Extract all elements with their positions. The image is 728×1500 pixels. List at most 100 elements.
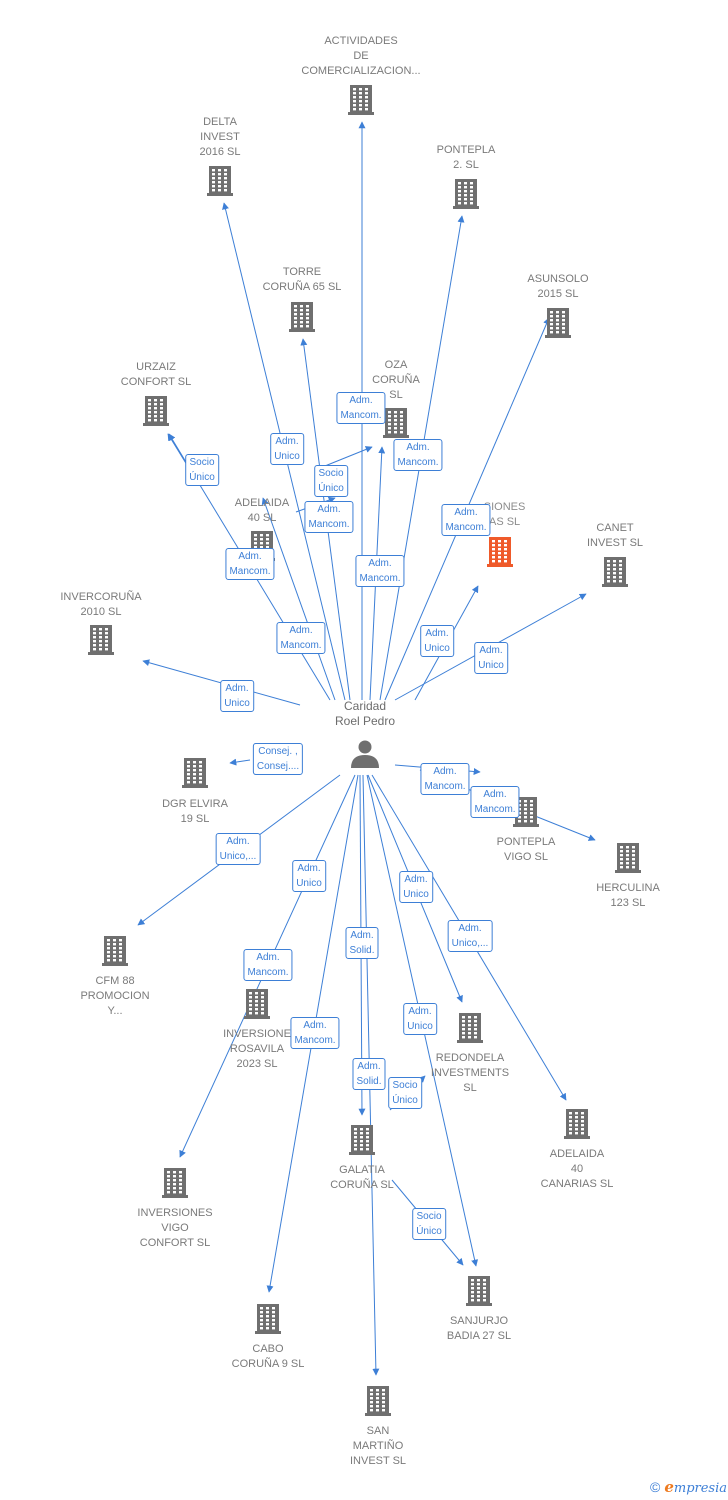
building-icon[interactable]: [143, 396, 169, 426]
edge-label-line: Unico: [424, 643, 450, 654]
edge-label-line: Adm.: [368, 558, 392, 569]
edge-label[interactable]: Adm.Unico: [474, 642, 508, 674]
company-label[interactable]: INVERCORUÑA 2010 SL: [60, 590, 141, 620]
edge-label[interactable]: Adm.Mancom.: [393, 439, 443, 471]
edge-label[interactable]: Adm.Mancom.: [441, 504, 491, 536]
building-icon[interactable]: [487, 537, 513, 567]
edge-label[interactable]: Adm.Unico,...: [447, 920, 493, 952]
building-icon[interactable]: [349, 1125, 375, 1155]
edge-label[interactable]: Adm.Mancom.: [420, 763, 470, 795]
building-icon[interactable]: [88, 625, 114, 655]
edge-label[interactable]: Adm.Solid.: [352, 1058, 386, 1090]
building-icon[interactable]: [365, 1386, 391, 1416]
edge-label-line: Adm.: [433, 766, 457, 777]
company-label-line: CORUÑA: [372, 374, 420, 386]
building-icon[interactable]: [545, 308, 571, 338]
company-label-line: INVERSIONES: [137, 1207, 213, 1219]
edge-label[interactable]: Adm.Mancom.: [355, 555, 405, 587]
building-icon[interactable]: [615, 843, 641, 873]
edge-label[interactable]: Adm.Mancom.: [276, 622, 326, 654]
building-icon[interactable]: [602, 557, 628, 587]
building-icon[interactable]: [102, 936, 128, 966]
edge-label-line: Adm.: [425, 628, 449, 639]
building-icon[interactable]: [182, 758, 208, 788]
building-icon[interactable]: [564, 1109, 590, 1139]
edge-label[interactable]: Adm.Mancom.: [225, 548, 275, 580]
building-icon[interactable]: [255, 1304, 281, 1334]
building-icon[interactable]: [466, 1276, 492, 1306]
building-icon[interactable]: [289, 302, 315, 332]
edge-label[interactable]: Adm.Mancom.: [290, 1017, 340, 1049]
edge-label-line: Socio: [416, 1211, 442, 1222]
edge-label-line: Unico: [403, 889, 429, 900]
edge-label[interactable]: Adm. Unico: [420, 625, 454, 657]
edge-label[interactable]: Adm.Unico: [399, 871, 433, 903]
edge-label-line: Adm.: [226, 836, 250, 847]
edge-label[interactable]: Adm.Unico,...: [215, 833, 261, 865]
company-label-line: URZAIZ: [136, 361, 176, 373]
person-icon[interactable]: [351, 740, 379, 769]
building-icon[interactable]: [513, 797, 539, 827]
edge-label-line: Único: [318, 483, 344, 494]
company-label-line: INVERCORUÑA: [60, 591, 142, 603]
building-icon[interactable]: [162, 1168, 188, 1198]
edge-label[interactable]: Adm.Solid.: [345, 927, 379, 959]
building-icon[interactable]: [207, 166, 233, 196]
footer-brand[interactable]: ©empresia: [650, 1478, 727, 1496]
edge-label-line: Socio: [189, 457, 215, 468]
company-label-line: 2. SL: [453, 159, 479, 171]
edge-label-line: Adm.: [479, 645, 503, 656]
edge-label-line: Unico: [274, 451, 300, 462]
company-label-line: 2010 SL: [80, 606, 122, 618]
company-label-line: DELTA: [203, 116, 237, 128]
edge-label[interactable]: Adm.Unico: [270, 433, 304, 465]
edge-label[interactable]: Adm.Unico: [292, 860, 326, 892]
edge-label[interactable]: Adm.Mancom.: [470, 786, 520, 818]
company-label-line: 123 SL: [610, 897, 646, 909]
edge-label[interactable]: Adm.Mancom.: [243, 949, 293, 981]
edge-label[interactable]: Adm.Unico: [403, 1003, 437, 1035]
edge-label[interactable]: Consej. ,Consej....: [252, 743, 304, 775]
company-label-line: CABO: [252, 1343, 284, 1355]
building-icon[interactable]: [348, 85, 374, 115]
company-label-line: ADELAIDA: [549, 1148, 605, 1160]
building-icon[interactable]: [244, 989, 270, 1019]
edge-label-line: Socio: [392, 1080, 418, 1091]
edge-label[interactable]: Adm.Mancom.: [336, 392, 386, 424]
edge-label[interactable]: Adm.Mancom.: [304, 501, 354, 533]
building-icon[interactable]: [457, 1013, 483, 1043]
edge-label-line: Unico,...: [451, 938, 489, 949]
edge-label[interactable]: Adm.Unico: [220, 680, 254, 712]
edge-label-line: Adm.: [238, 551, 262, 562]
building-icon[interactable]: [453, 179, 479, 209]
company-label-line: CONFORT SL: [139, 1237, 211, 1249]
building-icon[interactable]: [383, 408, 409, 438]
edge-label-line: Adm.: [406, 442, 430, 453]
